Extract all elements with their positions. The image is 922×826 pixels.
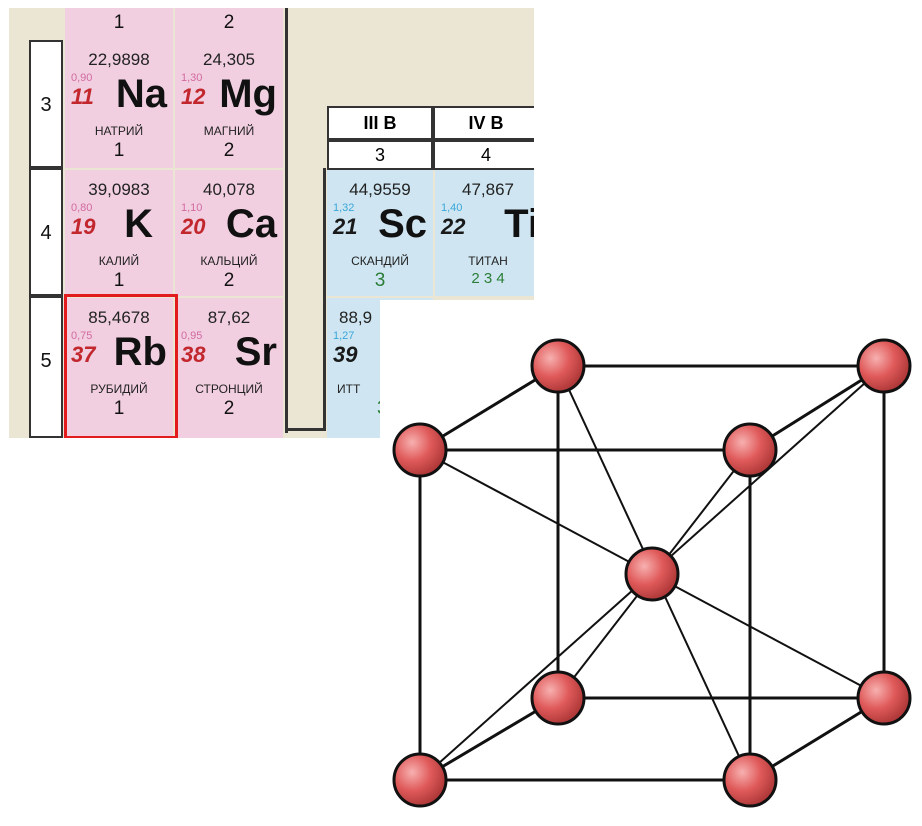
k-name: КАЛИЙ (98, 254, 140, 268)
ca-eneg: 1,10 (181, 202, 203, 214)
mg-valence: 2 (223, 140, 235, 161)
element-k: 39,0983 0,80 19 K КАЛИЙ 1 (65, 170, 173, 296)
k-symbol: K (124, 202, 153, 246)
group-number-3: 3 (327, 140, 433, 170)
sc-eneg: 1,32 (333, 202, 355, 214)
period-label-3: 3 (40, 94, 52, 116)
y-mass: 88,9 (339, 308, 373, 327)
atom-back-bottom-left (530, 670, 586, 726)
mg-number: 12 (181, 84, 206, 109)
rubidium-highlight-box (64, 294, 178, 438)
na-valence: 1 (113, 140, 125, 161)
ti-name: ТИТАН (468, 254, 508, 268)
sc-symbol: Sc (378, 202, 427, 246)
mg-mass: 24,305 (203, 50, 255, 69)
k-valence: 1 (113, 270, 125, 291)
sr-number: 38 (181, 342, 206, 367)
element-sc: 44,9559 1,32 21 Sc СКАНДИЙ 3 (327, 170, 433, 296)
sc-valence: 3 (374, 270, 386, 291)
block-divider-bottom (285, 428, 325, 431)
ca-symbol: Ca (225, 202, 277, 246)
ti-mass: 47,867 (462, 180, 514, 199)
y-eneg: 1,27 (333, 330, 355, 342)
mg-eneg: 1,30 (181, 72, 203, 84)
block-divider-right (323, 168, 326, 431)
group-header-4b: IV B (433, 106, 534, 140)
block-divider (285, 8, 288, 433)
element-rb: 85,4678 0,75 37 Rb РУБИДИЙ 1 (65, 298, 173, 438)
atom-back-top-left (530, 338, 586, 394)
ca-number: 20 (181, 214, 206, 239)
top-valence-2: 2 (223, 12, 235, 33)
na-mass: 22,9898 (88, 50, 150, 69)
na-number: 11 (71, 84, 94, 109)
k-mass: 39,0983 (88, 180, 150, 199)
period-label-5: 5 (40, 350, 52, 372)
sr-name: СТРОНЦИЙ (195, 382, 263, 396)
period-label-5-box (29, 296, 63, 438)
ca-name: КАЛЬЦИЙ (200, 254, 258, 268)
rb-valence: 1 (113, 398, 125, 419)
sr-valence: 2 (223, 398, 235, 419)
sr-mass: 87,62 (207, 308, 251, 327)
sr-eneg: 0,95 (181, 330, 203, 342)
cell-group2-top: 2 (175, 8, 283, 40)
element-mg: 24,305 1,30 12 Mg МАГНИЙ 2 (175, 40, 283, 168)
bcc-lattice-diagram (380, 300, 922, 826)
na-eneg: 0,90 (71, 72, 93, 84)
element-sr: 87,62 0,95 38 Sr СТРОНЦИЙ 2 (175, 298, 283, 438)
group-header-3b: III B (327, 106, 433, 140)
element-ti: 47,867 1,40 22 Ti ТИТАН 2 3 4 (435, 170, 534, 296)
lattice-atoms (392, 338, 912, 808)
top-valence-1: 1 (113, 12, 125, 33)
ti-symbol: Ti (504, 202, 534, 246)
period-label-4: 4 (40, 222, 52, 244)
rb-eneg: 0,75 (71, 330, 93, 342)
ti-number: 22 (441, 214, 466, 239)
element-na: 22,9898 0,90 11 Na НАТРИЙ 1 (65, 40, 173, 168)
mg-symbol: Mg (219, 72, 277, 116)
na-symbol: Na (115, 72, 167, 116)
sc-name: СКАНДИЙ (351, 254, 409, 268)
rb-mass: 85,4678 (88, 308, 150, 327)
atom-back-top-right (856, 338, 912, 394)
k-number: 19 (71, 214, 96, 239)
period-label-4-box (29, 168, 63, 296)
rb-number: 37 (71, 342, 96, 367)
atom-front-bottom-left (392, 752, 448, 808)
atom-front-top-right (722, 422, 778, 478)
rb-symbol: Rb (113, 330, 167, 374)
atom-body-center (624, 546, 680, 602)
rb-name: РУБИДИЙ (90, 382, 148, 396)
y-name: ИТТ (337, 382, 361, 396)
sr-symbol: Sr (234, 330, 277, 374)
k-eneg: 0,80 (71, 202, 93, 214)
period-label-3-box (29, 40, 63, 168)
cell-group1-top: 1 (65, 8, 173, 40)
ca-mass: 40,078 (203, 180, 255, 199)
y-number: 39 (333, 342, 358, 367)
na-name: НАТРИЙ (94, 124, 144, 138)
ti-eneg: 1,40 (441, 202, 463, 214)
sc-mass: 44,9559 (349, 180, 411, 199)
mg-name: МАГНИЙ (203, 124, 255, 138)
atom-front-bottom-right (722, 752, 778, 808)
group-number-4: 4 (433, 140, 534, 170)
element-ca: 40,078 1,10 20 Ca КАЛЬЦИЙ 2 (175, 170, 283, 296)
ca-valence: 2 (223, 270, 235, 291)
ti-valence: 2 3 4 (471, 270, 505, 287)
atom-back-bottom-right (856, 670, 912, 726)
atom-front-top-left (392, 422, 448, 478)
sc-number: 21 (333, 214, 358, 239)
